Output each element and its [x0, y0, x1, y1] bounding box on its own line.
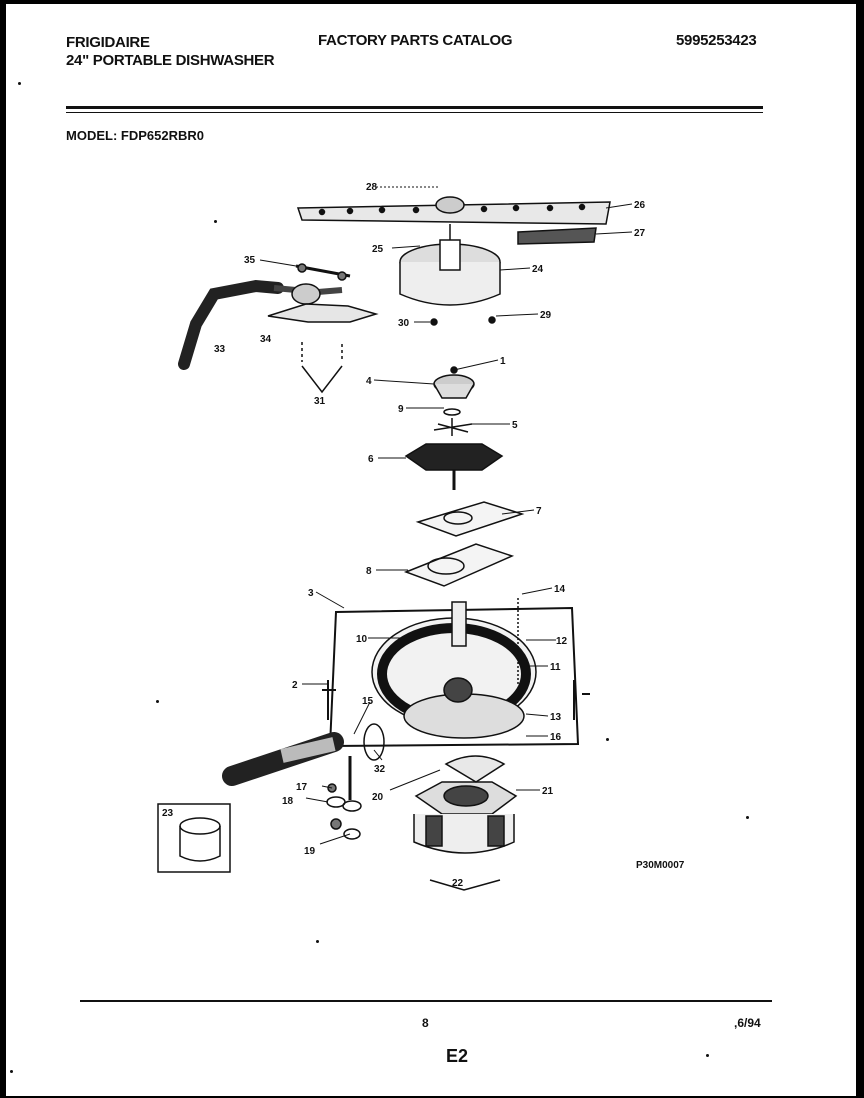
leader-lines — [259, 186, 633, 845]
brand-name: FRIGIDAIRE — [66, 34, 150, 51]
callout-16: 16 — [550, 732, 562, 743]
callout-11: 11 — [550, 662, 561, 673]
spray-tower-housing — [399, 224, 501, 326]
callout-29: 29 — [540, 310, 552, 321]
catalog-title: FACTORY PARTS CATALOG — [318, 32, 513, 49]
callout-19: 19 — [304, 846, 316, 857]
motor-assembly — [413, 755, 518, 891]
parts-catalog-page: FRIGIDAIRE 24" PORTABLE DISHWASHER FACTO… — [6, 4, 856, 1096]
callout-2: 2 — [292, 680, 298, 691]
product-title: 24" PORTABLE DISHWASHER — [66, 52, 275, 69]
section-code: E2 — [446, 1046, 469, 1066]
model-line: MODEL: FDP652RBR0 — [66, 128, 204, 143]
callout-31: 31 — [314, 396, 326, 407]
upper-spray-arm — [296, 196, 611, 245]
header-rule-thick — [66, 106, 763, 109]
fasteners — [326, 756, 362, 840]
scan-speck — [316, 940, 319, 943]
callout-8: 8 — [366, 566, 372, 577]
callout-25: 25 — [372, 244, 384, 255]
callout-3: 3 — [308, 588, 314, 599]
callout-7: 7 — [536, 506, 542, 517]
gaskets — [403, 501, 525, 587]
callout-10: 10 — [356, 634, 368, 645]
footer-rule — [80, 1000, 772, 1002]
page-number: 8 — [422, 1016, 429, 1030]
exploded-parts-diagram: 28 26 27 25 24 30 29 35 34 33 31 1 4 9 5… — [157, 182, 685, 891]
callout-23: 23 — [162, 808, 174, 819]
callout-17: 17 — [296, 782, 308, 793]
sump-assembly — [328, 598, 580, 748]
callout-14: 14 — [554, 584, 566, 595]
scan-speck — [746, 816, 749, 819]
revision-date: ,6/94 — [734, 1016, 761, 1030]
callout-24: 24 — [532, 264, 544, 275]
callout-1: 1 — [500, 356, 506, 367]
scan-speck — [10, 1070, 13, 1073]
scan-speck — [18, 82, 21, 85]
scan-speck — [214, 220, 217, 223]
callout-21: 21 — [542, 786, 554, 797]
callout-27: 27 — [634, 228, 646, 239]
callout-labels: 28 26 27 25 24 30 29 35 34 33 31 1 4 9 5… — [162, 182, 685, 889]
callout-18: 18 — [282, 796, 294, 807]
callout-12: 12 — [556, 636, 568, 647]
scan-speck — [606, 738, 609, 741]
callout-30: 30 — [398, 318, 410, 329]
drain-hose — [222, 723, 385, 786]
callout-9: 9 — [398, 404, 404, 415]
callout-22: 22 — [452, 878, 464, 889]
scan-speck — [706, 1054, 709, 1057]
filter-inset — [157, 803, 231, 873]
callout-35: 35 — [244, 255, 256, 266]
callout-28: 28 — [366, 182, 378, 193]
callout-6: 6 — [368, 454, 374, 465]
scan-speck — [156, 700, 159, 703]
callout-4: 4 — [366, 376, 372, 387]
part-number: 5995253423 — [676, 32, 757, 49]
feed-tube-and-arm — [178, 263, 379, 394]
callout-34: 34 — [260, 334, 272, 345]
callout-20: 20 — [372, 792, 384, 803]
callout-5: 5 — [512, 420, 518, 431]
callout-13: 13 — [550, 712, 562, 723]
callout-33: 33 — [214, 344, 226, 355]
callout-32: 32 — [374, 764, 386, 775]
callout-26: 26 — [634, 200, 646, 211]
header-rule-thin — [66, 112, 763, 113]
diagram-code: P30M0007 — [636, 860, 685, 871]
impeller-assembly — [404, 366, 504, 490]
callout-15: 15 — [362, 696, 374, 707]
